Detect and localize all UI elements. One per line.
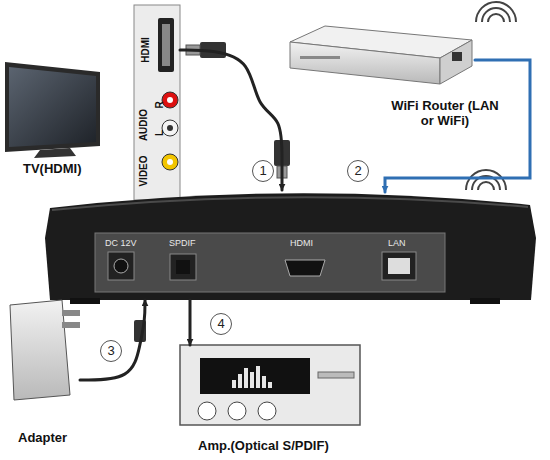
port-label: SPDIF [169,238,196,249]
cable-connector [180,50,282,190]
power-adapter [10,300,146,400]
cable-connector [80,300,145,380]
port-label: DC 12V [105,238,137,249]
amplifier [180,345,360,425]
cable-connector [385,60,530,192]
device-label: Amp.(Optical S/PDIF) [198,438,329,453]
wifi-router [290,2,516,84]
jack-panel [134,5,180,200]
router-node: WiFi Router (LAN or WiFi) [285,22,475,90]
port-label: LAN [388,238,406,249]
port-label: VIDEO [138,155,149,186]
set-top-box-node: DC 12V SPDIF HDMI LAN [45,190,535,300]
port-label: L [154,130,165,136]
callout-number: 4 [210,313,232,335]
port-label: AUDIO [138,109,149,141]
set-top-box [45,170,536,304]
port-label: HDMI [290,238,313,249]
hdmi-plug [186,42,290,178]
tv-node: TV(HDMI) [5,55,102,155]
port-label: HDMI [140,37,151,63]
port-label: R [154,101,165,108]
cable-connector [189,300,192,345]
device-label: TV(HDMI) [23,161,82,176]
amplifier-node: Amp.(Optical S/PDIF) [180,345,360,425]
adapter-node: Adapter [8,300,80,400]
callout-number: 2 [347,160,369,182]
tv-set [5,62,100,158]
device-label: WiFi Router (LAN or WiFi) [390,98,500,128]
device-label: Adapter [18,430,67,445]
callout-number: 3 [100,340,122,362]
jack-panel-node: HDMI AUDIO R L VIDEO [134,5,180,200]
callout-number: 1 [252,160,274,182]
